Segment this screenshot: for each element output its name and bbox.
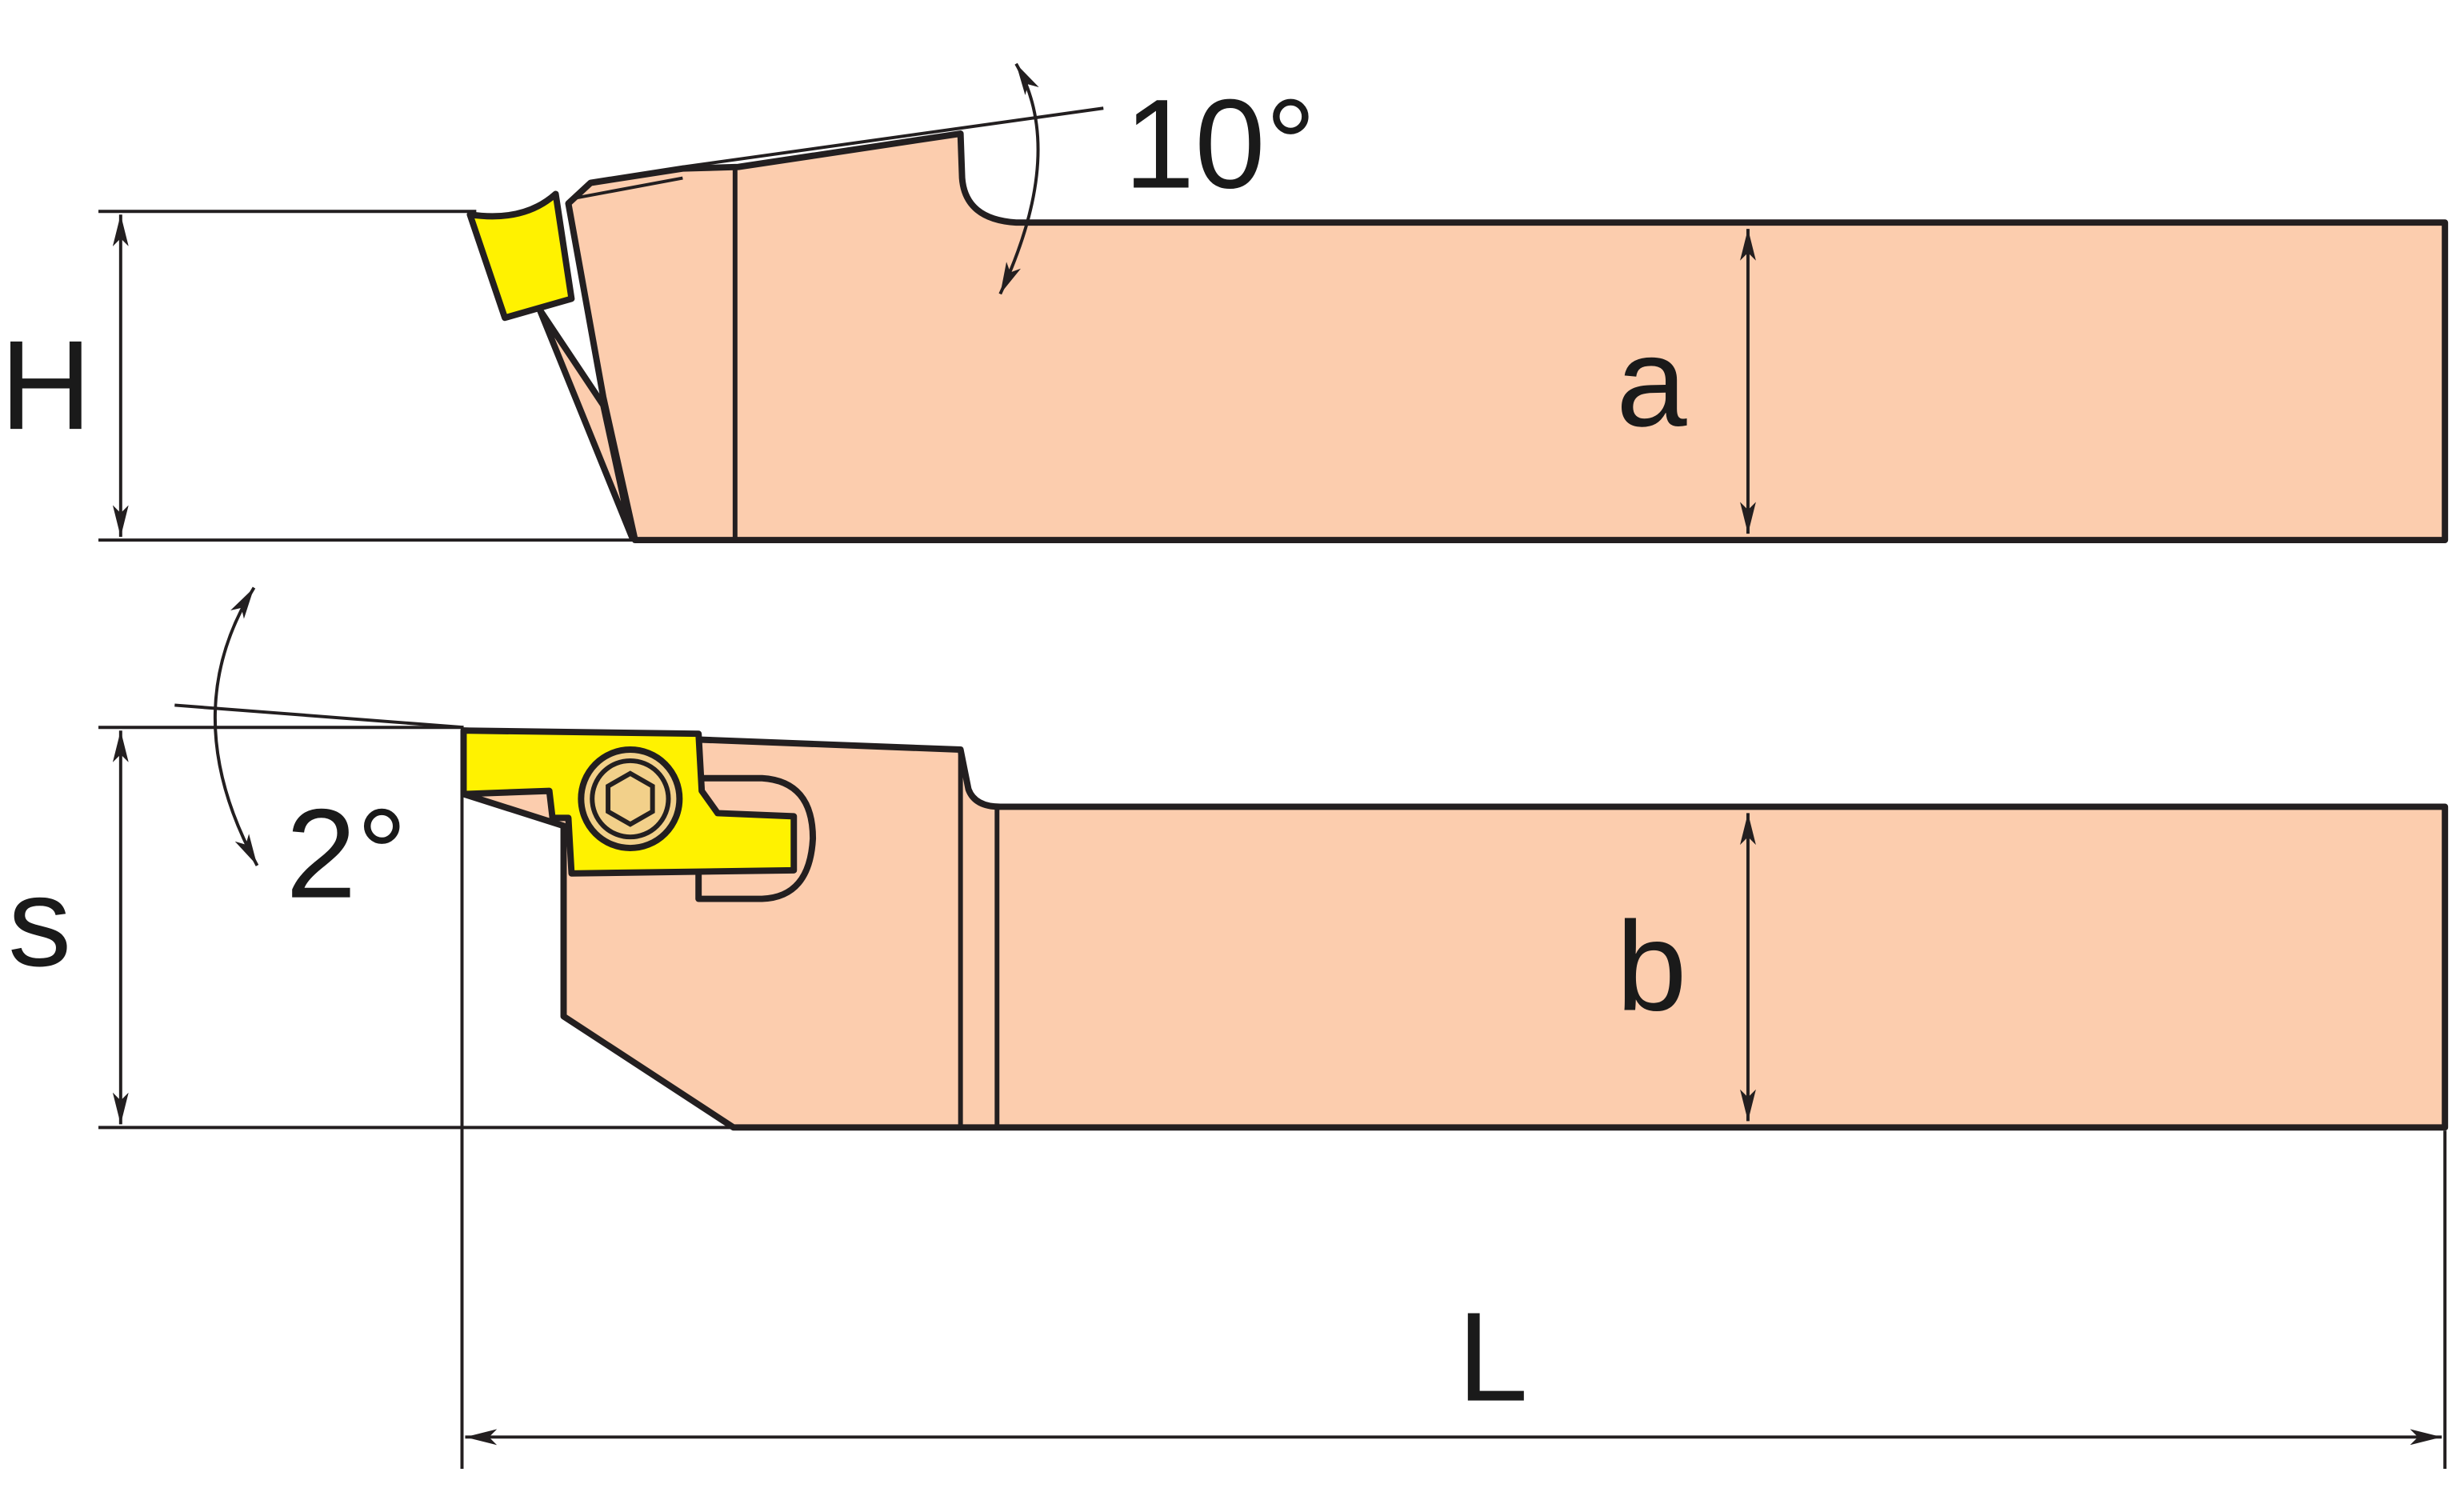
angle-label-2: 2°	[286, 782, 407, 925]
label-b: b	[1616, 894, 1686, 1037]
blade-sliver	[536, 306, 635, 541]
insert-front	[466, 190, 575, 322]
angle-line-2	[174, 703, 464, 730]
holder-body-front	[565, 130, 2449, 544]
angle-arc-10	[998, 62, 1040, 295]
front-view: 10° H a	[0, 62, 2449, 544]
label-a: a	[1616, 310, 1687, 453]
length-dimension: L	[460, 778, 2447, 1470]
angle-label-10: 10°	[1124, 72, 1316, 214]
label-s: s	[8, 850, 71, 993]
angle-arc-2	[213, 586, 259, 866]
label-H: H	[0, 314, 92, 456]
top-view: 2° s b	[8, 586, 2449, 1131]
hex-socket-icon	[606, 770, 655, 827]
label-L: L	[1458, 1286, 1528, 1428]
screw-icon	[578, 746, 683, 852]
